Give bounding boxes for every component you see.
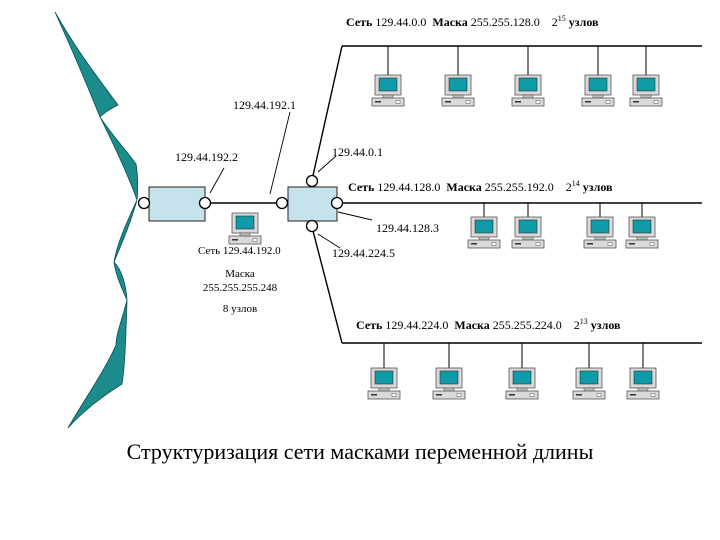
net3-label: Сеть 129.44.224.0 Маска 255.255.224.0 21…: [356, 317, 621, 332]
computer-icon[interactable]: [583, 216, 617, 249]
net3-hosts-word: узлов: [590, 318, 621, 332]
small-net-mask-word: Маска: [225, 268, 255, 280]
net2-hosts-word: узлов: [582, 180, 613, 194]
router-b[interactable]: [275, 174, 344, 233]
net1-hosts-base: 2: [551, 15, 558, 29]
computer-icon[interactable]: [367, 367, 401, 400]
computer-icon[interactable]: [511, 216, 545, 249]
computer-icon[interactable]: [626, 367, 660, 400]
router-box-icon: [287, 186, 338, 222]
net3-hosts-base: 2: [573, 318, 580, 332]
computer-icon[interactable]: [511, 74, 545, 107]
ip-router-b-top: 129.44.0.1: [332, 145, 383, 159]
net1-address: 129.44.0.0: [375, 15, 427, 29]
port-icon: [305, 219, 319, 233]
computer-icon[interactable]: [505, 367, 539, 400]
computer-icon[interactable]: [371, 74, 405, 107]
net3-network-word: Сеть: [356, 318, 383, 332]
net3-mask-word: Маска: [454, 318, 490, 332]
net2-mask: 255.255.192.0: [484, 180, 554, 194]
port-icon: [198, 196, 212, 210]
computer-icon[interactable]: [625, 216, 659, 249]
link-routerb-net1: [311, 45, 343, 181]
net1-label: Сеть 129.44.0.0 Маска 255.255.128.0 215 …: [346, 14, 599, 29]
computer-icon[interactable]: [581, 74, 615, 107]
port-icon: [330, 196, 344, 210]
ip-router-b-mid: 129.44.128.3: [376, 221, 439, 235]
net2-label: Сеть 129.44.128.0 Маска 255.255.192.0 21…: [348, 179, 613, 194]
computer-icon[interactable]: [228, 212, 262, 245]
port-icon: [275, 196, 289, 210]
net2-address: 129.44.128.0: [377, 180, 441, 194]
computer-icon[interactable]: [467, 216, 501, 249]
net2-hosts-base: 2: [565, 180, 572, 194]
small-net-mask-value: 255.255.255.248: [202, 282, 278, 294]
net3-hosts-exp: 13: [579, 317, 588, 326]
net1-hosts-word: узлов: [568, 15, 599, 29]
teal-ribbon-decoration: [54, 11, 139, 429]
small-net-address: Сеть 129.44.192.0: [198, 245, 281, 257]
port-icon: [137, 196, 151, 210]
link-routerb-net3: [311, 226, 343, 344]
net1-hosts-exp: 15: [557, 14, 566, 23]
router-box-icon: [148, 186, 206, 222]
net1-network-word: Сеть: [346, 15, 373, 29]
small-net-hosts: 8 узлов: [222, 303, 258, 315]
ip-router-a-right: 129.44.192.1: [233, 98, 296, 112]
net1-mask-word: Маска: [432, 15, 468, 29]
net2-mask-word: Маска: [446, 180, 482, 194]
ip-router-a-left: 129.44.192.2: [175, 150, 238, 164]
computer-icon[interactable]: [441, 74, 475, 107]
port-icon: [305, 174, 319, 188]
ip-router-b-bottom: 129.44.224.5: [332, 246, 395, 260]
net3-address: 129.44.224.0: [385, 318, 449, 332]
net2-network-word: Сеть: [348, 180, 375, 194]
diagram-caption: Структуризация сети масками переменной д…: [126, 439, 594, 464]
net3-mask: 255.255.224.0: [492, 318, 562, 332]
router-a[interactable]: [137, 186, 212, 222]
net2-hosts-exp: 14: [571, 179, 580, 188]
computer-icon[interactable]: [629, 74, 663, 107]
computer-icon[interactable]: [432, 367, 466, 400]
net1-mask: 255.255.128.0: [470, 15, 540, 29]
computer-icon[interactable]: [572, 367, 606, 400]
